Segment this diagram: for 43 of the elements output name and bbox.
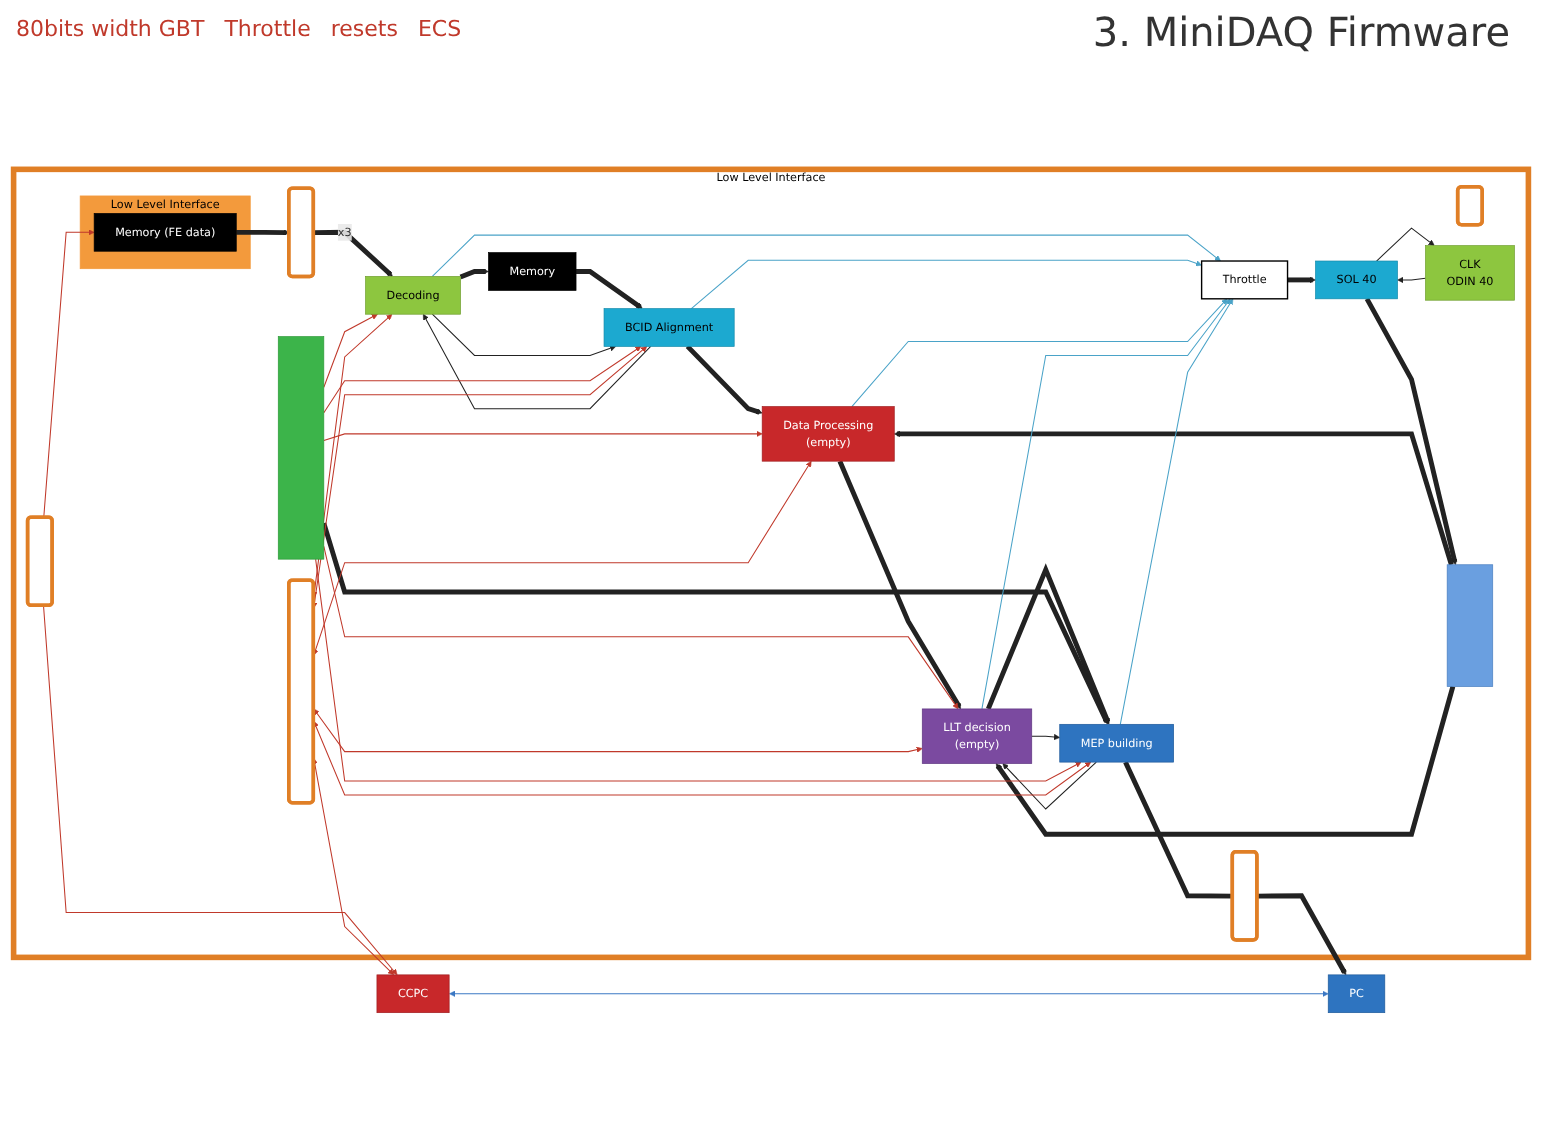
arrow [43,229,95,519]
node-bar [1446,564,1494,687]
arrow [894,430,1454,566]
arrow [1257,893,1347,976]
note-label: ECS [417,16,462,42]
arrow [236,229,290,236]
arrow [423,313,652,410]
arrow [431,313,616,357]
arrow [312,460,812,656]
arrow [313,708,923,753]
arrow [459,268,489,280]
note-label: 80bits width GBT [16,16,205,42]
arrow [321,522,1109,725]
arrow [313,229,393,277]
arrow [323,313,378,388]
note-label: Throttle [224,16,311,42]
arrow [685,344,763,415]
arrow [1287,276,1316,283]
arrow [1031,734,1060,741]
arrow [323,430,763,442]
arrow [986,563,1111,725]
arrow [1002,761,1097,810]
node-bar [277,336,325,560]
arrow [1364,297,1458,566]
arrow [315,558,1082,782]
arrow [449,990,1329,997]
arrow [851,298,1228,408]
arrow [995,685,1456,837]
arrow [690,259,1202,310]
arrow [313,720,1092,796]
arrow [323,545,959,710]
arrow [837,460,962,710]
arrow [1119,298,1234,725]
arrow [981,298,1231,710]
arrow [1397,276,1426,283]
arrow [43,605,398,976]
arrow [576,269,643,309]
arrow [1376,227,1435,262]
note-label: resets [330,16,398,42]
arrow [323,346,642,414]
arrow [431,234,1221,277]
diagram-title: 3. MiniDAQ Firmware [1092,8,1510,56]
connector [1123,761,1233,899]
